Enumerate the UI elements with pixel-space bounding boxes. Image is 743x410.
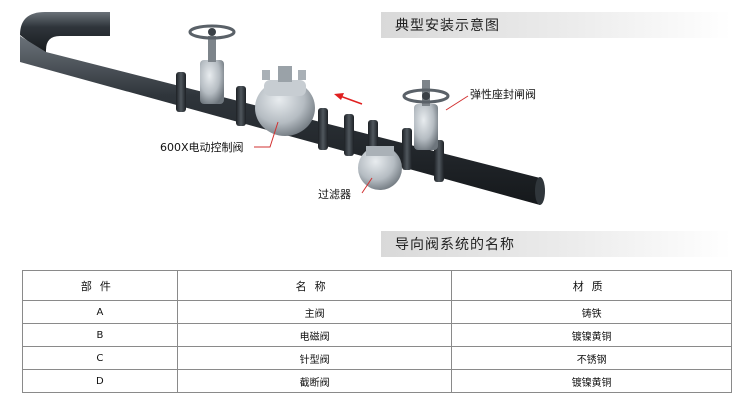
cell-material: 不锈钢 (451, 346, 732, 370)
table-header-row: 部件 名称 材质 (22, 270, 732, 301)
cell-part: D (22, 369, 178, 393)
column-header-material: 材质 (451, 270, 732, 301)
cell-name: 电磁阀 (176, 323, 453, 347)
callout-gate-valve: 弹性座封闸阀 (470, 88, 536, 101)
column-header-part: 部件 (22, 270, 178, 301)
electric-control-valve (255, 66, 315, 136)
cell-material: 铸铁 (451, 300, 732, 324)
cell-name: 截断阀 (176, 369, 453, 393)
pilot-system-table: 部件 名称 材质 A 主阀 铸铁 B 电磁阀 镀镍黄铜 C 针型阀 不锈钢 D … (22, 270, 732, 393)
pipe-flanges (176, 72, 444, 182)
table-row: D 截断阀 镀镍黄铜 (22, 369, 732, 393)
section-header-install-diagram: 典型安装示意图 (381, 12, 731, 38)
callout-filter: 过滤器 (318, 188, 351, 201)
column-header-name: 名称 (176, 270, 453, 301)
installation-diagram (20, 12, 545, 205)
filter-body (358, 146, 402, 190)
cell-part: B (22, 323, 178, 347)
pipe-elbow (20, 12, 110, 55)
cell-part: C (22, 346, 178, 370)
table-row: C 针型阀 不锈钢 (22, 346, 732, 370)
left-gate-valve (188, 24, 236, 104)
flow-direction-arrow (334, 93, 363, 105)
section-header-pilot-system-names: 导向阀系统的名称 (381, 231, 731, 257)
cell-material: 镀镍黄铜 (451, 369, 732, 393)
cell-part: A (22, 300, 178, 324)
callout-electric-control-valve: 600X电动控制阀 (160, 141, 244, 154)
right-gate-valve (402, 80, 450, 150)
cell-material: 镀镍黄铜 (451, 323, 732, 347)
table-row: B 电磁阀 镀镍黄铜 (22, 323, 732, 347)
table-row: A 主阀 铸铁 (22, 300, 732, 324)
leader-lines (254, 95, 469, 194)
cell-name: 主阀 (176, 300, 453, 324)
cell-name: 针型阀 (176, 346, 453, 370)
